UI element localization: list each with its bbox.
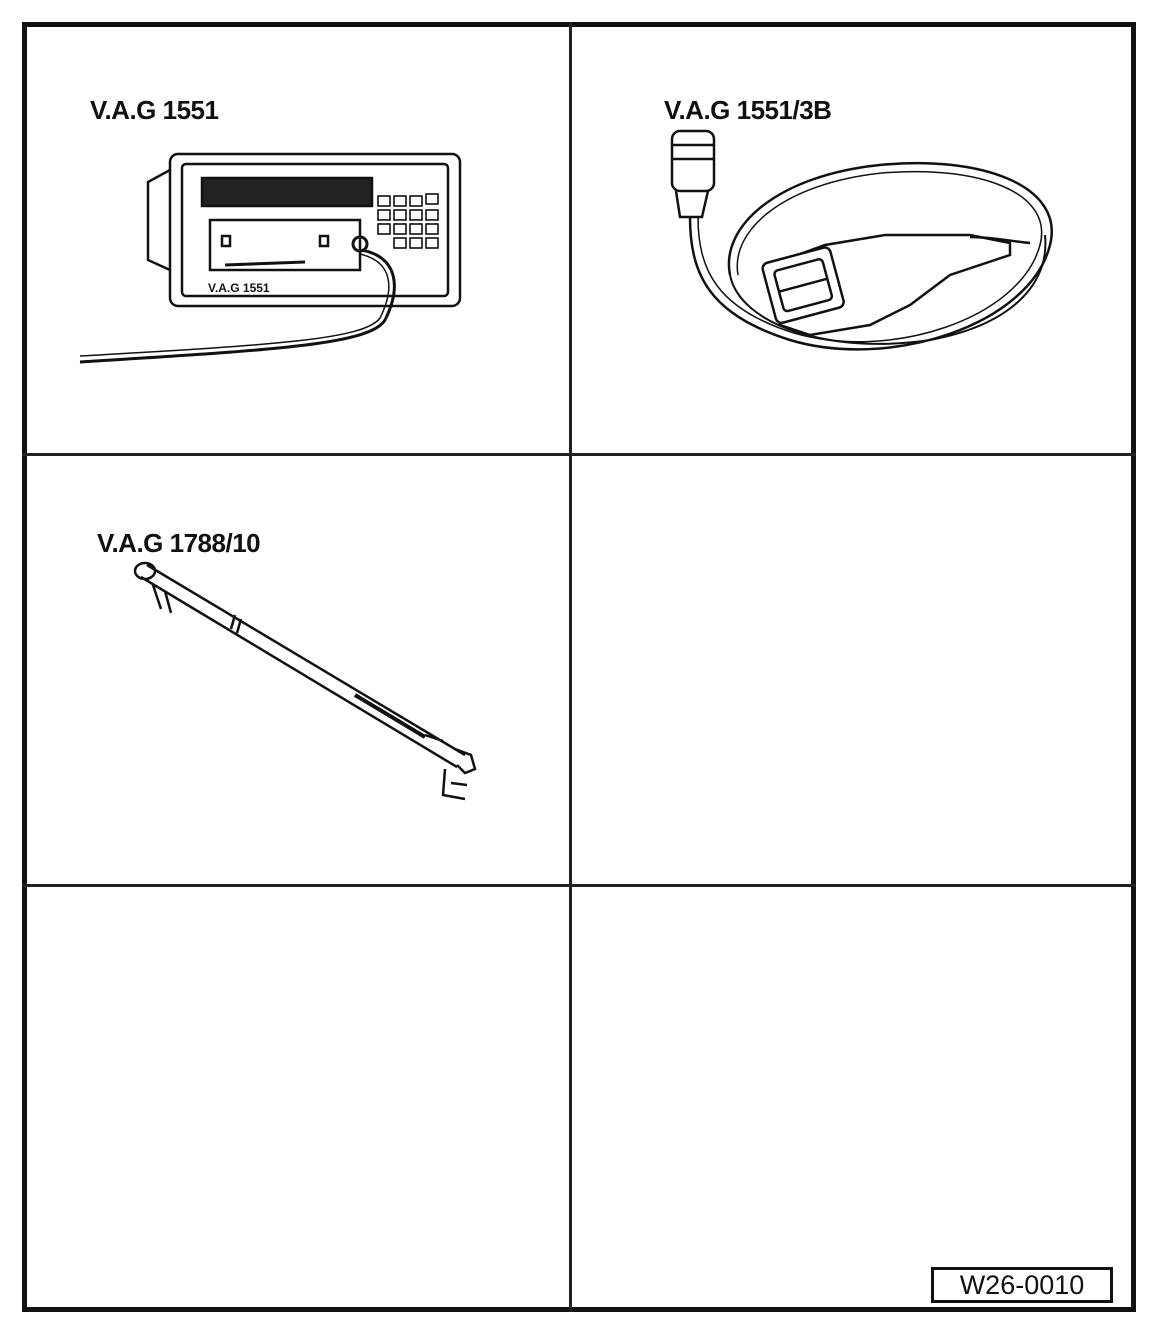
device-label-text: V.A.G 1551 [208, 281, 270, 295]
figure-reference-box: W26-0010 [931, 1267, 1113, 1303]
tool-label-vag1551: V.A.G 1551 [90, 95, 219, 125]
grid-divider-vertical [569, 22, 572, 1312]
tool-label-vag1788-10: V.A.G 1788/10 [97, 528, 261, 558]
tool-label-vag1551-3b: V.A.G 1551/3B [664, 95, 832, 125]
diagnostic-cable-icon [670, 129, 1053, 351]
grid-divider-horizontal-2 [22, 884, 1136, 887]
adapter-tool-icon [133, 561, 477, 801]
figure-frame [22, 22, 1136, 1312]
diagnostic-tester-icon: V.A.G 1551 [79, 152, 462, 364]
grid-divider-horizontal-1 [22, 453, 1136, 456]
